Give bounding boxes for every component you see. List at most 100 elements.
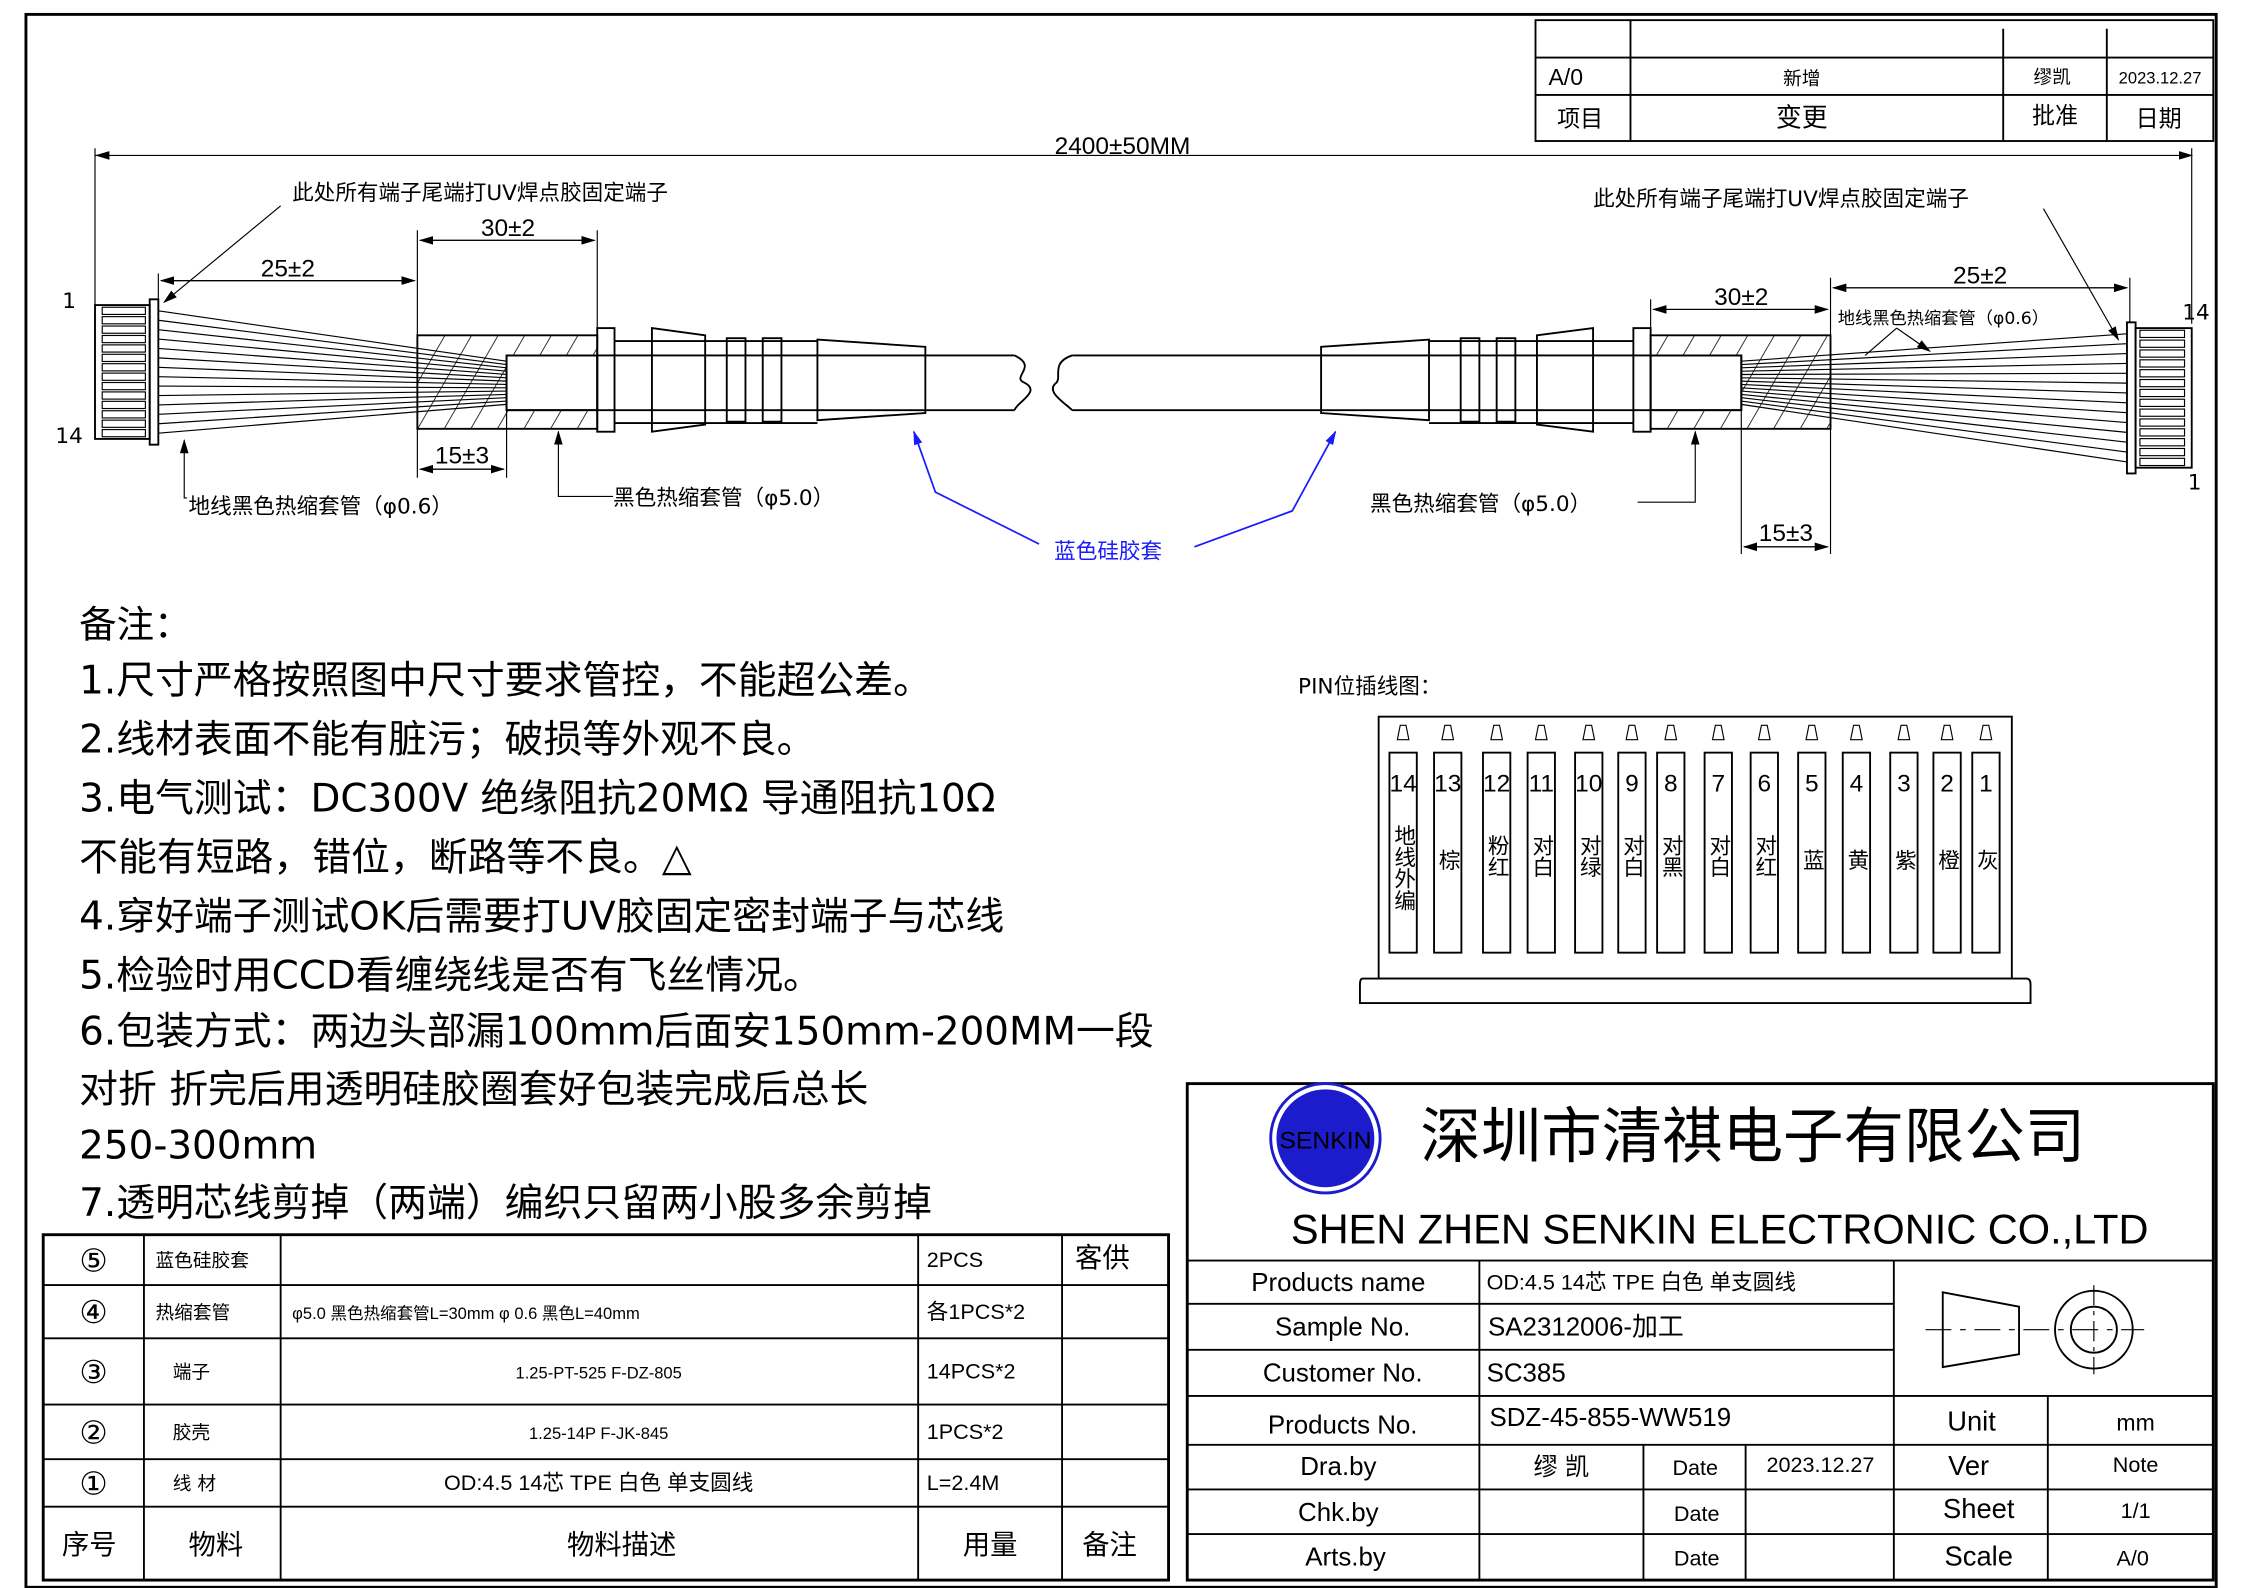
pin-wire-color: 棕 [1435, 849, 1460, 871]
connector-pin [2139, 408, 2186, 417]
bom-cell-no: ④ [79, 1295, 107, 1331]
products-no-label: Products No. [1268, 1411, 1418, 1439]
pin-wire-color: 灰 [1973, 849, 1998, 871]
connector-pin [2139, 329, 2186, 339]
products-name-label: Products name [1251, 1269, 1425, 1297]
note-line: 5.检验时用CCD看缠绕线是否有飞丝情况。 [79, 954, 822, 999]
revision-date: 2023.12.27 [2119, 68, 2202, 87]
pin-triangle-icon [1897, 724, 1911, 741]
revision-header-date: 日期 [2136, 107, 2182, 133]
left-connector [94, 304, 151, 440]
overall-length-dimension: 2400±50MM [94, 133, 2194, 324]
scale-value: A/0 [2117, 1546, 2149, 1571]
pin-slot-6: 6 对红 [1749, 724, 1779, 954]
revision-table: A/0 新增 缪凯 2023.12.27 项目 变更 批准 日期 [1534, 19, 2215, 142]
pin-slot-8: 8对黑 [1656, 724, 1686, 954]
bom-header: 物料描述 [567, 1530, 676, 1561]
revision-change: 新增 [1783, 69, 1820, 90]
connector-pin [2139, 447, 2186, 457]
overall-length-label: 2400±50MM [1055, 133, 1191, 160]
bom-cell-material: 胶壳 [173, 1423, 210, 1444]
wire [1741, 390, 2128, 424]
dra-date-label: Date [1672, 1455, 1718, 1480]
bom-cell-no: ① [79, 1466, 107, 1502]
dra-by-label: Dra.by [1300, 1453, 1376, 1481]
connector-pin [2139, 457, 2186, 467]
pin-triangle-icon [1396, 724, 1410, 741]
pin-slot-4: 4黄 [1841, 724, 1872, 954]
wire [1741, 400, 2128, 453]
bom-cell-desc: 1.25-14P F-JK-845 [529, 1424, 668, 1443]
dra-date-value: 2023.12.27 [1766, 1452, 1874, 1477]
pin-triangle-icon [1849, 724, 1863, 741]
connector-pin [101, 306, 146, 316]
pin-wire-color: 对白 [1529, 835, 1554, 879]
connector-pin [101, 410, 146, 419]
connector-pin [2139, 378, 2186, 388]
sheet-border [24, 12, 2218, 1588]
pin-triangle-icon [1805, 724, 1819, 741]
pin-wire-color: 紫 [1891, 849, 1916, 871]
pin-triangle-icon [1664, 724, 1678, 741]
uv-note-left: 此处所有端子尾端打UV焊点胶固定端子 [292, 181, 668, 206]
sample-no-label: Sample No. [1275, 1313, 1410, 1341]
pin-triangle-icon [1625, 724, 1639, 741]
bom-header: 用量 [963, 1530, 1018, 1561]
bom-cell-material: 热缩套管 [155, 1303, 230, 1324]
dim-30-right: 30±2 [1714, 284, 1768, 311]
dim-15-left: 15±3 [435, 442, 489, 469]
ver-label: Ver [1948, 1450, 1989, 1481]
pin-wire-color: 对红 [1752, 835, 1777, 878]
connector-pin [101, 334, 146, 344]
title-block: SENKIN 深圳市清祺电子有限公司 SHEN ZHEN SENKIN ELEC… [1185, 1082, 2215, 1582]
wire [1741, 393, 2128, 433]
cable-break-symbol [1013, 354, 1073, 411]
cable-assembly-drawing: 1 14 14 1 [55, 289, 2209, 495]
pin-number: 1 [1979, 770, 1993, 797]
note-line: 7.透明芯线剪掉（两端）编织只留两小股多余剪掉 [79, 1181, 932, 1226]
pin-slot-9: 9对白 [1617, 724, 1647, 954]
bom-cell-remark: 客供 [1075, 1243, 1130, 1274]
arts-by-label: Arts.by [1305, 1544, 1386, 1572]
notes-title: 备注： [79, 603, 191, 647]
bom-cell-qty: 2PCS [927, 1247, 983, 1272]
pin-slot-2: 2橙 [1932, 724, 1962, 954]
projection-symbol [1925, 1285, 2145, 1375]
black-sleeve-label-left: 黑色热缩套管（φ5.0） [613, 486, 834, 511]
pin-triangle-icon [1534, 724, 1548, 741]
pin-number: 13 [1434, 770, 1461, 797]
pin-slot-7: 7对白 [1703, 724, 1733, 954]
connector-pin [101, 428, 146, 438]
note-line: 6.包装方式：两边头部漏100mm后面安150mm-200MM一段 [79, 1010, 1154, 1055]
right-pin-top-label: 14 [2182, 300, 2209, 325]
pin-slot-5: 5蓝 [1797, 724, 1827, 954]
ground-sleeve-label-left: 地线黑色热缩套管（φ0.6） [189, 495, 453, 520]
connector-pin [2139, 349, 2186, 358]
sample-no-value: SA2312006-加工 [1488, 1313, 1684, 1341]
pin-triangle-icon [1979, 724, 1993, 741]
pin-wire-color: 橙 [1935, 849, 1960, 871]
pin-triangle-icon [1441, 724, 1455, 741]
dim-30-left: 30±2 [481, 215, 535, 242]
ver-value: Note [2113, 1452, 2159, 1477]
pin-number: 7 [1711, 770, 1725, 797]
wire [1741, 387, 2127, 414]
pin-slot-1: 1灰 [1971, 724, 2001, 954]
connector-pin [101, 400, 146, 410]
bom-cell-qty: 1PCS*2 [927, 1419, 1004, 1444]
connector-pin [101, 363, 146, 372]
connector-pin [2139, 388, 2186, 398]
bom-cell-material: 蓝色硅胶套 [155, 1251, 249, 1272]
pin-number: 6 [1758, 770, 1772, 797]
bom-cell-desc: 1.25-PT-525 F-DZ-805 [516, 1364, 682, 1383]
pin-wire-color: 黄 [1844, 849, 1869, 871]
dim-25-left: 25±2 [261, 255, 315, 282]
pin-diagram-title: PIN位插线图： [1298, 675, 1441, 700]
unit-label: Unit [1947, 1405, 1996, 1436]
right-blue-boot [1320, 327, 1595, 433]
bom-cell-material: 线 材 [173, 1474, 216, 1495]
